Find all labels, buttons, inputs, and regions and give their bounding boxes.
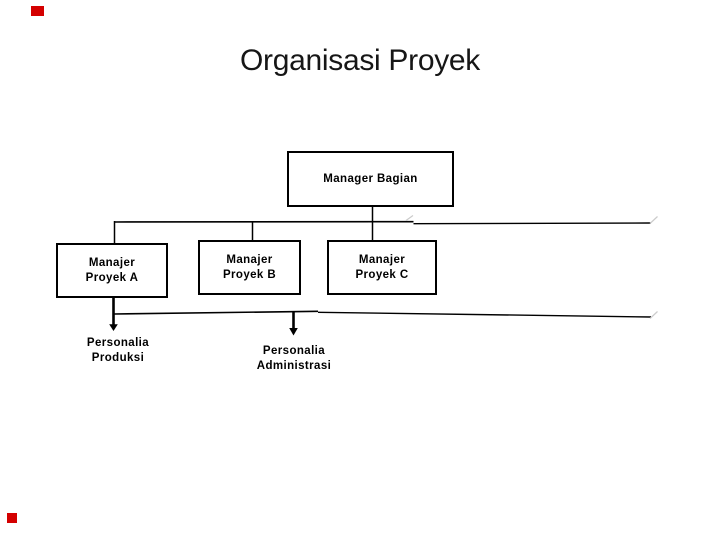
org-node-manajer-proyek-a[interactable]: Manajer Proyek A <box>56 243 168 298</box>
red-corner-marker-top <box>31 6 44 16</box>
arrow-produksi-head <box>109 324 118 331</box>
faint-tick-tier2-end <box>649 311 658 319</box>
org-node-manajer-proyek-c[interactable]: Manajer Proyek C <box>327 240 437 295</box>
red-corner-marker-bottom <box>7 513 17 523</box>
label-line2: Administrasi <box>256 360 332 372</box>
faint-tick-tier1-end <box>649 216 658 224</box>
slide-title: Organisasi Proyek <box>240 44 480 77</box>
label-personalia-administrasi: Personalia Administrasi <box>232 344 356 374</box>
org-node-label-line2: Proyek C <box>355 268 409 281</box>
label-line1: Personalia <box>86 337 150 349</box>
label-line1: Personalia <box>262 345 326 357</box>
org-node-label-line2: Proyek A <box>85 271 139 284</box>
faint-tick-step <box>405 215 414 221</box>
label-line2: Produksi <box>91 352 145 364</box>
tier2-line-right <box>317 311 652 318</box>
label-personalia-produksi: Personalia Produksi <box>58 336 178 366</box>
arrow-administrasi-head <box>289 328 298 336</box>
org-node-manager-bagian[interactable]: Manager Bagian <box>287 151 454 207</box>
tier2-line-left <box>114 310 319 315</box>
org-node-manajer-proyek-b[interactable]: Manajer Proyek B <box>198 240 301 295</box>
org-node-label-line1: Manajer <box>226 253 273 266</box>
org-node-label: Manager Bagian <box>323 172 418 185</box>
org-node-label-line2: Proyek B <box>222 268 277 281</box>
org-node-label-line1: Manajer <box>88 256 136 269</box>
org-node-label-line1: Manajer <box>358 253 406 266</box>
tier1-line-right <box>413 222 652 225</box>
